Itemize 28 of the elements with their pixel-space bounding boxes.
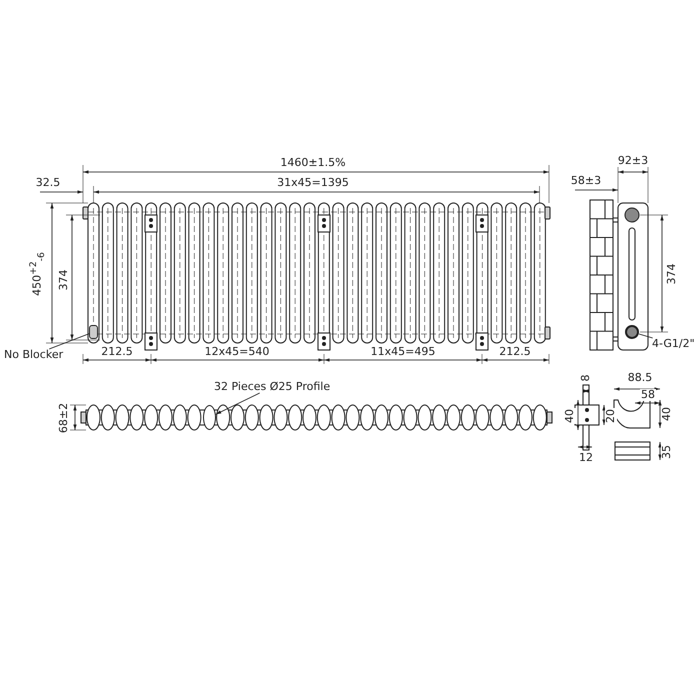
dimension-label: 92±3 — [616, 155, 650, 167]
dimension-label: 68±2 — [58, 402, 70, 434]
leader-line — [48, 333, 90, 350]
dimension-label: 212.5 — [100, 346, 134, 358]
dimension-label: 58 — [640, 389, 656, 401]
dimension-label: 1460±1.5% — [279, 157, 347, 169]
dimension-label: 40 — [661, 406, 673, 422]
dimension-label: 88.5 — [626, 372, 654, 384]
blocker-plug — [89, 325, 98, 339]
leader-line — [638, 334, 654, 338]
dimension-label: 32.5 — [34, 177, 62, 189]
dimension-label: 212.5 — [498, 346, 532, 358]
callout-label: 32 Pieces Ø25 Profile — [214, 381, 330, 393]
dimension-label: 20 — [605, 408, 617, 424]
dimension-label: 374 — [58, 268, 70, 292]
leader-line — [215, 392, 260, 415]
dimension-label: 12x45=540 — [204, 346, 270, 358]
dimension-label: 12 — [578, 452, 594, 464]
dimension-label: 40 — [564, 408, 576, 424]
dimension-label: 58±3 — [570, 175, 602, 187]
dimension-label: 31x45=1395 — [276, 177, 350, 189]
radiator-column — [202, 405, 216, 430]
callout-label: 4-G1/2" — [652, 338, 695, 350]
dimension-label: 35 — [661, 444, 673, 460]
dimension-label: 11x45=495 — [370, 346, 436, 358]
dimension-label: 374 — [666, 262, 678, 286]
callout-label: No Blocker — [4, 349, 64, 361]
dimension-label: 8 — [580, 374, 592, 382]
